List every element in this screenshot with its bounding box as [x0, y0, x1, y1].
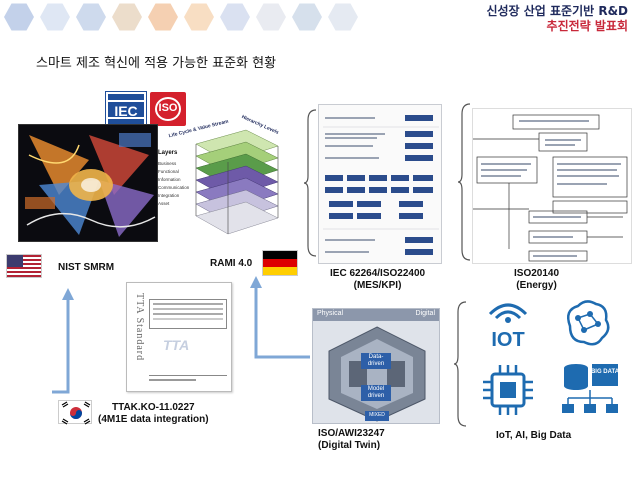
energy-label-line1: ISO20140: [514, 268, 560, 279]
dt-model-driven-line2: driven: [367, 393, 385, 399]
rami-layer: Communication: [158, 185, 190, 190]
dt-data-driven-line2: driven: [367, 361, 385, 367]
mes-kpi-diagram: [318, 104, 442, 264]
hex-icon: [328, 3, 358, 31]
nist-smrm-graphic: [25, 133, 156, 237]
presentation-title-line1: 신성장 산업 표준기반 R&D: [486, 4, 628, 18]
big-data-icon: BIG DATA: [562, 364, 620, 413]
mes-label-line1: IEC 62264/ISO22400: [330, 268, 426, 279]
arrow-dt-to-rami: [250, 276, 310, 359]
page-title: 스마트 제조 혁신에 적용 가능한 표준화 현황: [36, 56, 277, 71]
rami-cube-diagram: Life Cycle & Value Stream Hierarchy Leve…: [156, 114, 286, 246]
arrow-ttak-to-nist: [52, 288, 74, 394]
energy-brace: [458, 103, 471, 261]
energy-label: ISO20140 (Energy): [514, 268, 559, 292]
iso-logo-text: ISO: [158, 102, 178, 114]
hex-icon: [220, 3, 250, 31]
tta-standard-document: TTA Standard TTA: [126, 282, 232, 392]
big-data-text: BIG DATA: [591, 369, 620, 375]
rami-layer: Functional: [158, 169, 179, 174]
dt-model-driven-badge: Model driven: [361, 385, 391, 401]
hex-icon: [76, 3, 106, 31]
dt-label: ISO/AWI23247 (Digital Twin): [318, 428, 385, 452]
iot-brace: [454, 301, 467, 427]
iot-icon: IOT: [488, 303, 528, 351]
dt-data-driven-line1: Data-: [368, 354, 384, 360]
energy-label-line2: (Energy): [516, 280, 557, 291]
digital-twin-diagram: Physical Digital Data- driven Model driv…: [312, 308, 440, 424]
rami-layers-title: Layers: [158, 150, 178, 156]
hex-icon: [40, 3, 70, 31]
mes-brace: [304, 109, 317, 257]
hex-icon: [184, 3, 214, 31]
dt-label-line2: (Digital Twin): [318, 440, 381, 451]
rami-layer: Integration: [158, 193, 180, 198]
tta-vertical-text: TTA Standard: [134, 293, 145, 362]
mes-label-line2: (MES/KPI): [353, 280, 402, 291]
dt-physical-label: Physical: [317, 310, 344, 317]
dt-data-driven-badge: Data- driven: [361, 353, 391, 369]
nist-smrm-label: NIST SMRM: [58, 262, 115, 273]
iso20140-graphic: [473, 114, 628, 262]
iso20140-energy-diagram: [472, 108, 632, 264]
ttak-label-line1: TTAK.KO-11.0227: [111, 402, 195, 413]
tta-watermark-logo: TTA: [163, 337, 190, 353]
dt-model-driven-line1: Model: [367, 386, 385, 392]
germany-flag-icon: [262, 250, 298, 276]
tta-doc-title-box: [149, 299, 227, 329]
tta-doc-footer: [149, 375, 227, 385]
usa-flag-icon: [6, 254, 42, 278]
hex-icon: [256, 3, 286, 31]
mes-label: IEC 62264/ISO22400 (MES/KPI): [330, 268, 425, 292]
mes-kpi-graphic: [323, 115, 439, 255]
cpu-chip-icon: [483, 365, 533, 415]
dt-graphic: [328, 326, 426, 422]
iot-icon-text: IOT: [491, 329, 524, 351]
ttak-label-line2: (4M1E data integration): [98, 414, 209, 425]
nist-smrm-diagram: [18, 124, 158, 242]
rami-label: RAMI 4.0: [210, 258, 253, 269]
rami-cube-graphic: [195, 129, 279, 235]
rami-layer-list: Business Functional Information Communic…: [158, 160, 189, 208]
presentation-title-line2: 추진전략 발표회: [546, 19, 628, 33]
iso-logo: ISO: [150, 92, 186, 126]
korea-flag-icon: [58, 400, 92, 425]
dt-mixed-label: MIXED: [369, 412, 385, 418]
iot-label: IoT, AI, Big Data: [496, 430, 572, 441]
hex-icon: [112, 3, 142, 31]
iec-logo: IEC: [105, 91, 147, 127]
rami-layer: Business: [158, 161, 177, 166]
rami-layer: Information: [158, 177, 181, 182]
ttak-label: TTAK.KO-11.0227 (4M1E data integration): [98, 402, 209, 426]
ai-brain-icon: [567, 300, 610, 346]
dt-label-line1: ISO/AWI23247: [318, 428, 385, 439]
header-icon-strip: [0, 0, 420, 36]
hex-icon: [148, 3, 178, 31]
iot-ai-bigdata-icons: IOT BIG DATA: [472, 294, 632, 424]
dt-digital-label: Digital: [415, 310, 435, 317]
dt-header-bar: [313, 309, 439, 321]
hex-icon: [4, 3, 34, 31]
hex-icon: [292, 3, 322, 31]
presentation-title: 신성장 산업 표준기반 R&D 추진전략 발표회: [486, 4, 628, 34]
rami-layer: Asset: [158, 201, 170, 206]
iec-logo-text: IEC: [114, 103, 138, 119]
